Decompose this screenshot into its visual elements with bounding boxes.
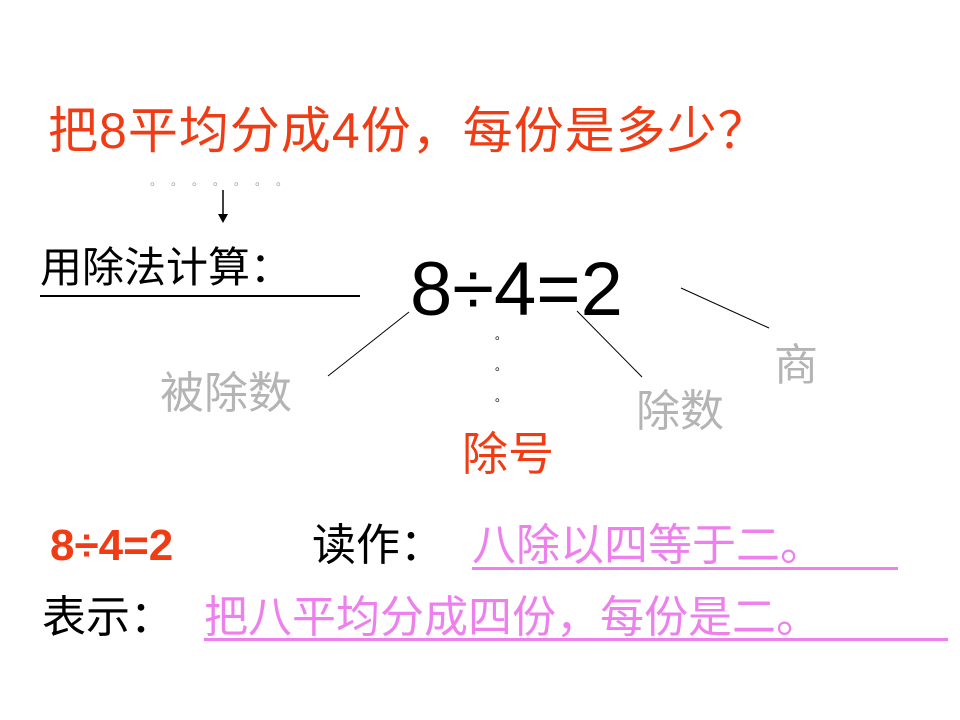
question-part: 份，每份是多少？: [360, 102, 769, 160]
meaning-answer: 把八平均分成四份，每份是二。: [204, 592, 820, 643]
reading-label: 读作：: [312, 520, 444, 571]
method-label: 用除法计算：: [40, 243, 293, 292]
reading-equation: 8÷4=2: [50, 516, 173, 576]
division-sign-dots: 。 。 。: [494, 320, 508, 413]
meaning-answer-underline: [204, 638, 948, 641]
dot: 。: [494, 328, 507, 342]
question-title: 把8平均分成4份，每份是多少？: [48, 98, 769, 164]
division-sign-label: 除号: [462, 427, 554, 481]
down-arrow-icon: [218, 190, 228, 223]
method-underline: [40, 295, 360, 297]
question-part: 把: [48, 102, 99, 160]
quotient-label: 商: [774, 340, 818, 391]
main-equation: 8÷4=2: [410, 247, 623, 332]
question-number-8: 8: [99, 103, 128, 159]
meaning-label: 表示：: [42, 592, 174, 643]
reading-answer-underline: [472, 567, 898, 570]
question-number-4: 4: [331, 103, 361, 159]
question-part: 平均分成: [127, 102, 332, 160]
divisor-label: 除数: [636, 386, 724, 437]
reading-equation-text: 8÷4=2: [50, 521, 174, 570]
dot: 。: [494, 359, 507, 373]
dividend-label: 被除数: [160, 368, 292, 419]
emphasis-dots: 。。。。。。。: [150, 174, 304, 188]
dot: 。: [494, 390, 507, 404]
reading-answer: 八除以四等于二。: [472, 520, 824, 571]
